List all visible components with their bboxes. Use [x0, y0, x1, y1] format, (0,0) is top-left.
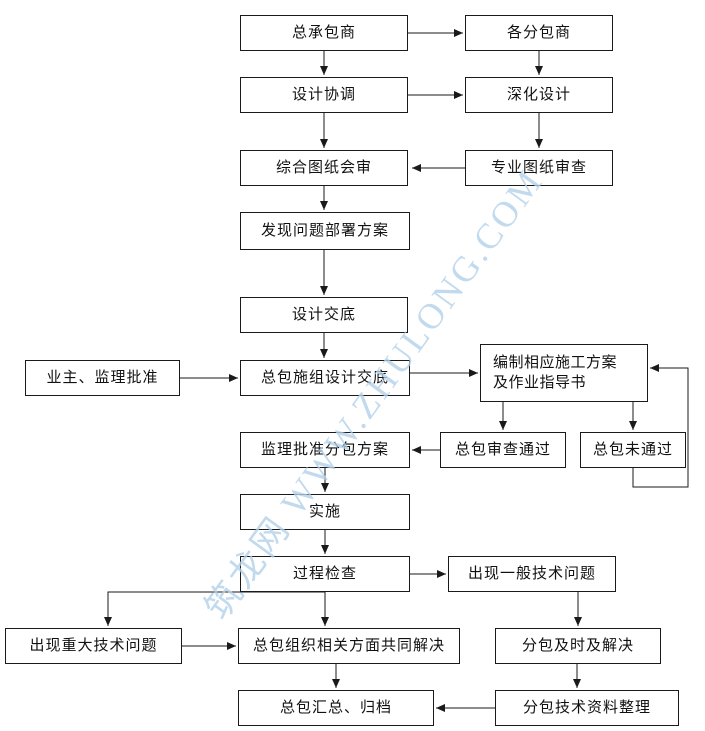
node-design-disclosure: 设计交底 — [240, 297, 408, 333]
node-owner-supervisor-approval: 业主、监理批准 — [25, 360, 180, 396]
node-problem-deployment-plan: 发现问题部署方案 — [240, 212, 410, 250]
node-joint-drawing-review: 综合图纸会审 — [240, 150, 408, 186]
node-subcontractors: 各分包商 — [465, 15, 613, 51]
node-gc-joint-resolution: 总包组织相关方面共同解决 — [238, 628, 460, 664]
node-deepen-design: 深化设计 — [465, 77, 613, 113]
node-professional-drawing-review: 专业图纸审查 — [465, 150, 613, 186]
arrow-inspection-to-major-issue — [104, 591, 325, 626]
node-gc-summary-archive: 总包汇总、归档 — [238, 690, 434, 726]
node-general-contractor: 总承包商 — [240, 15, 408, 51]
node-prepare-construction-plan: 编制相应施工方案 及作业指导书 — [480, 344, 648, 402]
node-design-coordination: 设计协调 — [240, 77, 408, 113]
node-supervisor-approve-subcontract: 监理批准分包方案 — [240, 432, 410, 468]
node-subcontract-data-filing: 分包技术资料整理 — [495, 690, 679, 726]
node-gc-org-design-disclosure: 总包施组设计交底 — [240, 360, 410, 396]
node-subcontract-timely-resolution: 分包及时及解决 — [495, 628, 661, 664]
node-process-inspection: 过程检查 — [240, 556, 410, 592]
node-gc-review-failed: 总包未通过 — [580, 432, 686, 468]
node-implementation: 实施 — [240, 494, 410, 530]
node-gc-review-passed: 总包审查通过 — [440, 432, 566, 468]
node-major-technical-issue: 出现重大技术问题 — [5, 628, 182, 664]
node-general-technical-issue: 出现一般技术问题 — [448, 556, 616, 592]
